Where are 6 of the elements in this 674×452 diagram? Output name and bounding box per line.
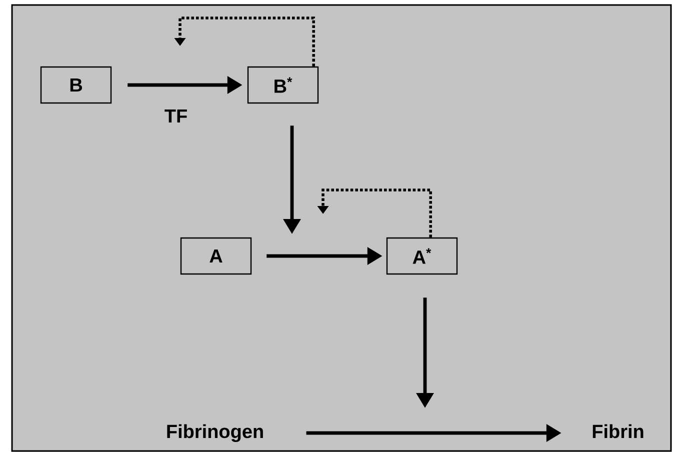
process-box: A [180,237,252,275]
term-label: Fibrin [592,424,644,438]
process-box: B$^{*}$ [247,66,319,104]
term-label: Fibrinogen [167,424,263,442]
process-box: B [40,66,112,104]
process-box: A$^{*}$ [386,237,458,275]
